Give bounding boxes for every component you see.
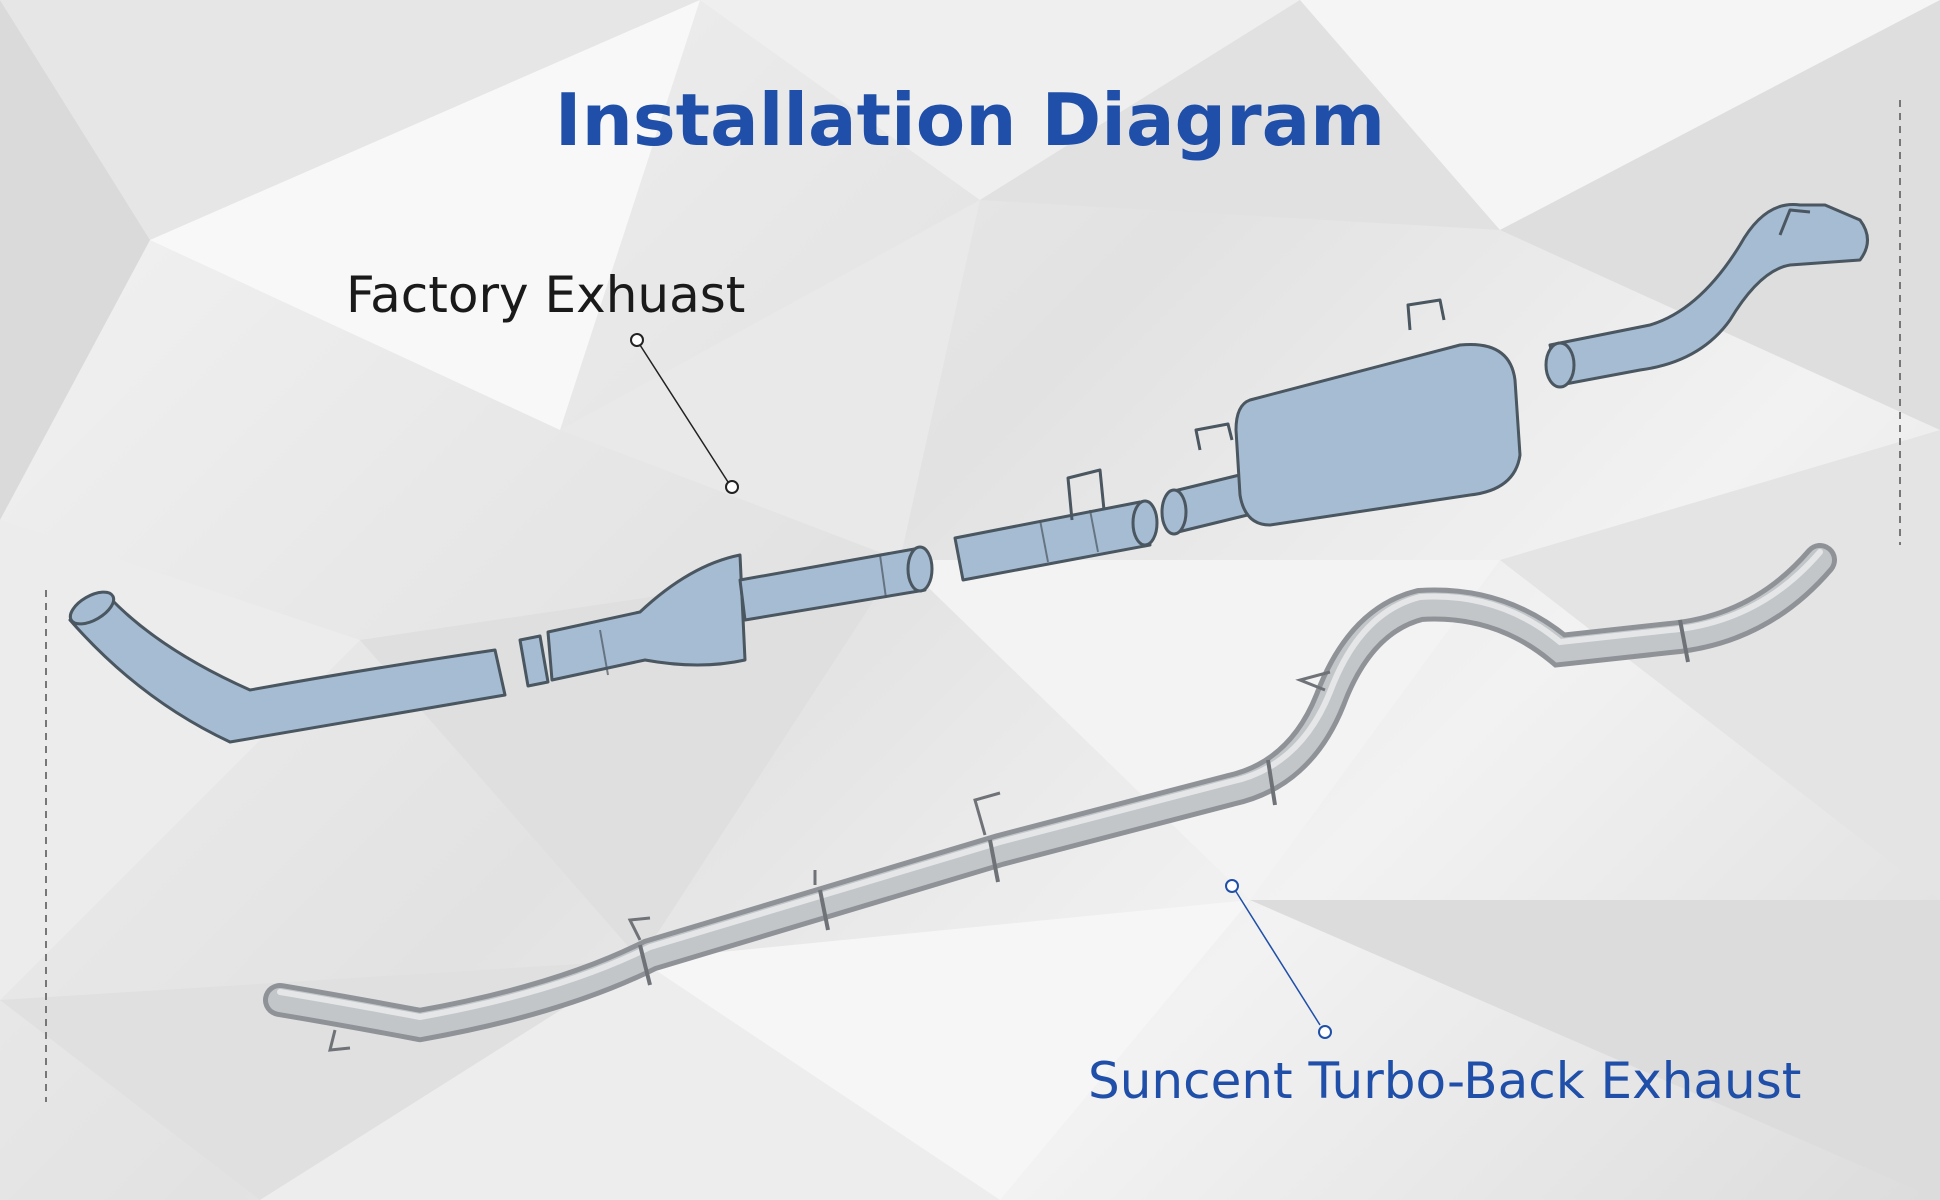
factory-downpipe-flange [68, 590, 116, 626]
suncent-callout-icon [1225, 879, 1332, 1039]
factory-exhaust-label: Factory Exhuast [346, 266, 746, 324]
factory-cat-outlet-end [906, 545, 934, 593]
factory-muffler [1234, 342, 1522, 527]
page-title: Installation Diagram [554, 78, 1386, 162]
suncent-hangers [328, 670, 1331, 1052]
factory-mid-pipe [953, 500, 1152, 582]
suncent-clamps [638, 619, 1690, 986]
factory-coupler [518, 634, 550, 688]
factory-tailpipe-hanger [1778, 208, 1811, 236]
factory-muffler-hanger [1194, 422, 1234, 451]
factory-mid-pipe-hanger [1066, 468, 1106, 521]
factory-downpipe [68, 596, 507, 744]
factory-catalytic-converter [546, 553, 747, 682]
factory-muffler-hanger-rear [1406, 298, 1446, 331]
suncent-exhaust-label: Suncent Turbo-Back Exhaust [1088, 1052, 1802, 1110]
factory-callout-icon [630, 333, 739, 494]
factory-tailpipe [1548, 203, 1869, 387]
